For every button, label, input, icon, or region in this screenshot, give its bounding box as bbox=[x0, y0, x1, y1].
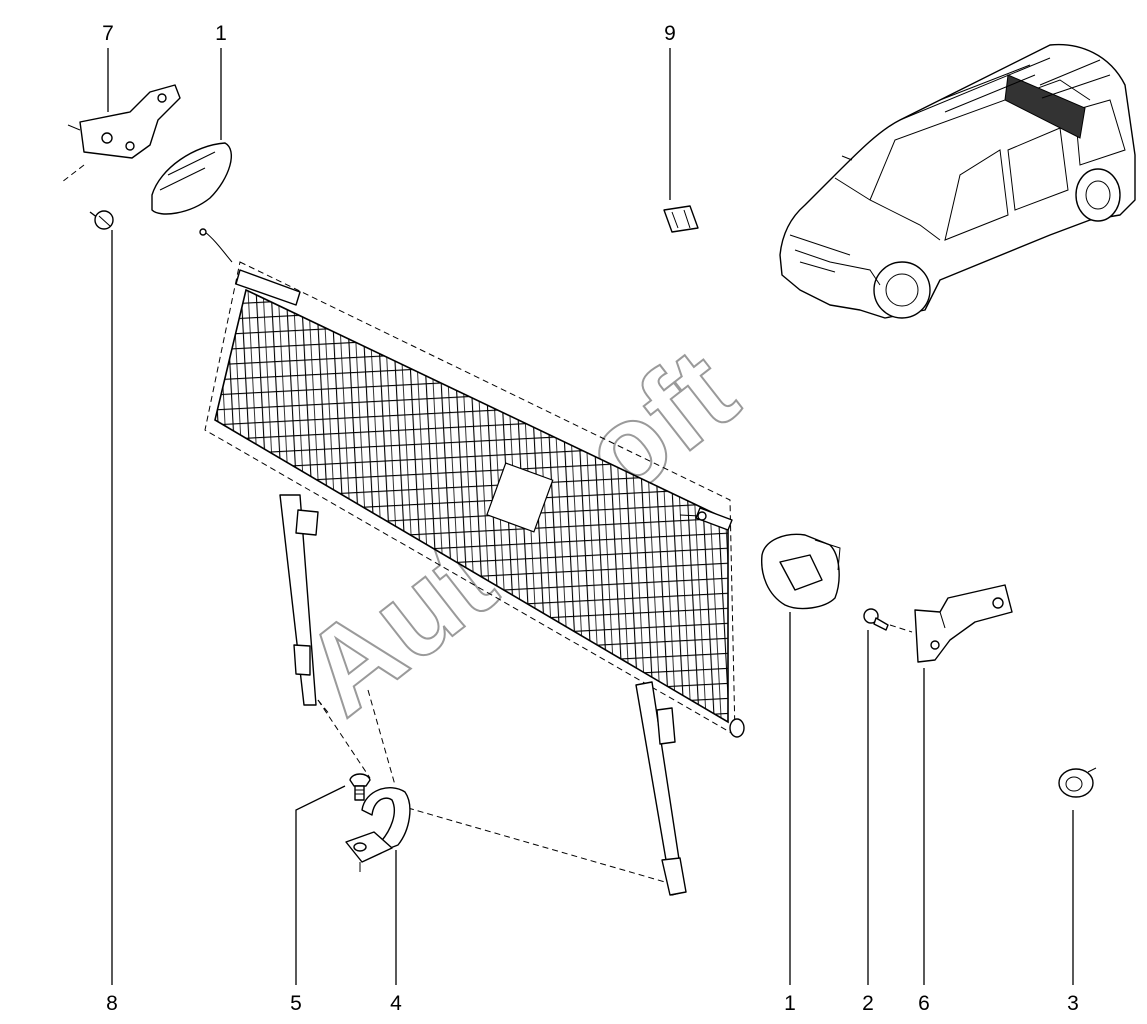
callout-labels: 7 1 9 8 5 4 1 2 6 3 bbox=[102, 22, 1079, 1015]
callout-6-bottom: 6 bbox=[918, 992, 930, 1015]
small-screw-part-2 bbox=[863, 608, 913, 633]
callout-3-bottom: 3 bbox=[1067, 992, 1079, 1015]
left-strap bbox=[279, 494, 331, 716]
cargo-net bbox=[199, 228, 745, 738]
callout-7-top: 7 bbox=[102, 22, 114, 45]
cover-cap-part-1 bbox=[151, 142, 233, 215]
car-illustration bbox=[779, 43, 1136, 319]
callout-5-bottom: 5 bbox=[290, 992, 302, 1015]
right-strap bbox=[635, 681, 687, 896]
hinge-bracket-part-7 bbox=[61, 84, 181, 183]
anchor-housing-part-1 bbox=[761, 533, 841, 610]
lower-bracket-part-6 bbox=[914, 584, 1013, 663]
callout-1-top: 1 bbox=[215, 22, 227, 45]
screw-part-8 bbox=[89, 210, 114, 230]
callout-9-top: 9 bbox=[664, 22, 676, 45]
clip-part-9 bbox=[663, 205, 699, 233]
grommet-part-3 bbox=[1058, 767, 1097, 798]
strap-clamp-part-4 bbox=[345, 787, 411, 872]
callout-1-bottom: 1 bbox=[784, 992, 796, 1015]
callout-8-bottom: 8 bbox=[106, 992, 118, 1015]
callout-2-bottom: 2 bbox=[862, 992, 874, 1015]
callout-4-bottom: 4 bbox=[390, 992, 402, 1015]
leader-lines bbox=[107, 48, 1074, 985]
bolt-part-5 bbox=[349, 773, 371, 801]
